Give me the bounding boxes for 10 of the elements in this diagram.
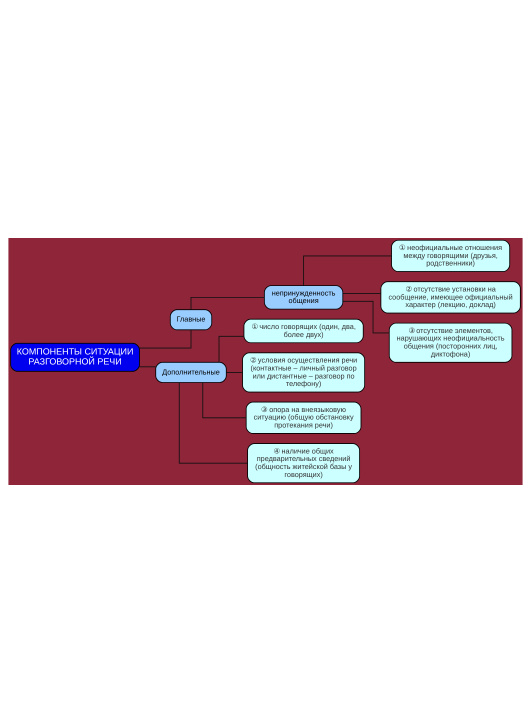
connector [218,335,244,362]
connector [202,382,247,418]
connector [303,255,392,286]
connector [342,292,382,294]
connector [139,366,156,367]
connector [190,296,265,310]
connector [139,329,192,348]
node-box: КОМПОНЕНТЫ СИТУАЦИИ РАЗГОВОРНОЙ РЕЧИ [10,342,140,372]
connector [342,300,390,333]
connector [178,382,248,464]
